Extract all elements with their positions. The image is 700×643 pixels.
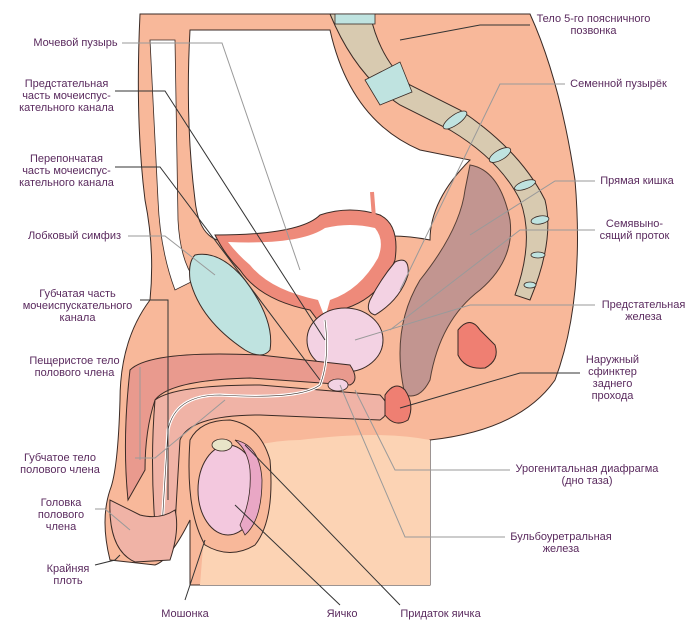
spine <box>329 13 550 301</box>
label-prostatic-urethra: Предстательная часть мочеиспус- кательно… <box>19 78 114 114</box>
label-bladder: Мочевой пузырь <box>33 37 118 49</box>
label-spongy-urethra: Губчатая часть мочеиспускательного канал… <box>22 288 133 324</box>
bulbourethral-gland <box>327 378 349 392</box>
ureter <box>370 191 376 219</box>
rectum <box>399 164 512 397</box>
label-urogenital-diaphragm: Урогенитальная диафрагма (дно таза) <box>515 463 659 487</box>
label-l5-vertebra: Тело 5-го поясничного позвонка <box>536 13 651 37</box>
leader-lines <box>94 24 595 606</box>
label-epididymis: Придаток яичка <box>400 608 481 620</box>
label-prostate: Предстательная железа <box>601 299 686 323</box>
label-vas-deferens: Семявыно- сящий проток <box>599 218 670 242</box>
seminal-vesicle <box>367 259 409 316</box>
anal-sphincter-upper <box>457 322 497 369</box>
label-rectum: Прямая кишка <box>600 175 674 187</box>
epididymis <box>234 439 263 536</box>
label-foreskin: Крайняя плоть <box>46 563 90 587</box>
label-corpus-cavernosum: Пещеристое тело полового члена <box>29 355 120 379</box>
label-corpus-spongiosum: Губчатое тело полового члена <box>20 452 100 476</box>
label-pubic-symphysis: Лобковый симфиз <box>27 230 122 242</box>
label-testis: Яичко <box>326 608 358 620</box>
label-anal-sphincter: Наружный сфинктер заднего прохода <box>585 354 640 402</box>
label-membranous-urethra: Перепончатая часть мочеиспус- кательного… <box>19 153 114 189</box>
corpus-cavernosum <box>124 353 356 502</box>
label-seminal-vesicle: Семенной пузырёк <box>570 78 667 90</box>
corpus-spongiosum <box>152 384 388 526</box>
label-glans: Головка полового члена <box>37 497 85 533</box>
glans <box>109 499 178 563</box>
label-scrotum: Мошонка <box>161 608 209 620</box>
anal-sphincter-lower <box>384 385 412 424</box>
label-bulbourethral-gland: Бульбоуретральная железа <box>510 531 612 555</box>
abdominal-wall <box>149 39 196 291</box>
